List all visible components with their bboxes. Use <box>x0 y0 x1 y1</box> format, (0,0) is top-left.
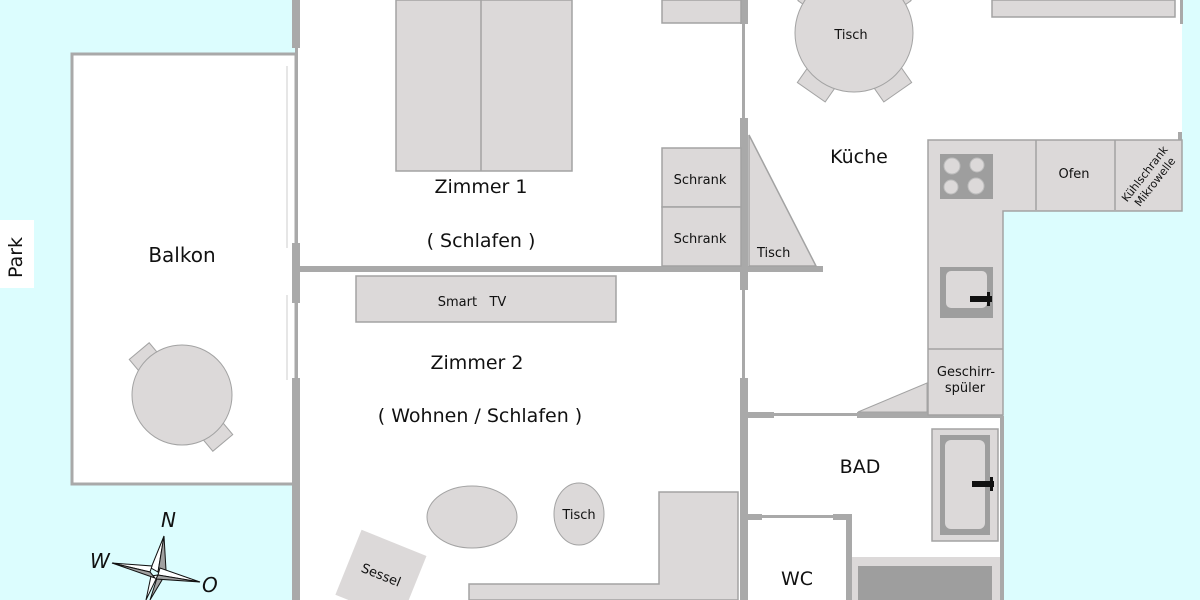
dishwasher: Geschirr- spüler <box>937 365 995 396</box>
room-bad: BAD <box>840 428 1000 600</box>
room-balkon: Balkon <box>70 52 298 486</box>
cabinet-top <box>661 0 742 24</box>
room-wc-label: WC <box>781 568 813 590</box>
room-kueche: Tisch Küche Ofen Kühlschrank Mikrowelle <box>794 0 1183 416</box>
wardrobe-bottom: Schrank <box>661 206 742 267</box>
smart-tv: Smart TV <box>355 275 617 323</box>
faucet-icon <box>970 296 992 302</box>
burner-icon <box>967 177 985 195</box>
kitchen-top-cabinet <box>991 0 1176 18</box>
side-table-label: Tisch <box>561 508 595 523</box>
compass-west: W <box>90 549 111 573</box>
compass-rose: N W O <box>90 508 218 600</box>
corner-sofa <box>468 491 739 600</box>
room-zimmer1-label: Zimmer 1 <box>435 176 528 198</box>
room-zimmer2: Smart TV Zimmer 2 ( Wohnen / Schlafen ) … <box>335 275 739 600</box>
faucet-icon <box>972 481 994 487</box>
room-zimmer2-sublabel: ( Wohnen / Schlafen ) <box>378 405 582 427</box>
hall-table-label: Tisch <box>756 246 790 261</box>
wardrobe-top-label: Schrank <box>674 173 727 188</box>
park-label-box: Park <box>0 220 34 288</box>
park-label: Park <box>5 237 27 278</box>
room-bad-label: BAD <box>840 456 881 478</box>
kitchen-sink <box>940 267 993 318</box>
room-wc: WC <box>781 568 813 590</box>
kitchen-counter <box>927 139 1183 416</box>
door-wedge <box>857 382 928 413</box>
wardrobe-top: Schrank <box>661 147 742 208</box>
burner-icon <box>943 179 959 195</box>
balkon-table <box>128 342 234 452</box>
dishwasher-label-1: Geschirr- <box>937 365 995 380</box>
dining-table-label: Tisch <box>833 28 867 43</box>
hall-table: Tisch <box>748 134 818 267</box>
coffee-table <box>426 485 518 549</box>
dishwasher-label-2: spüler <box>945 381 986 396</box>
wardrobe-bottom-label: Schrank <box>674 232 727 247</box>
compass-icon <box>111 535 201 600</box>
room-zimmer1: Zimmer 1 ( Schlafen ) Schrank Schrank <box>395 0 742 267</box>
room-zimmer1-sublabel: ( Schlafen ) <box>427 230 536 252</box>
shower <box>852 557 1000 600</box>
oven-label: Ofen <box>1058 167 1089 182</box>
bathtub <box>931 428 999 542</box>
compass-east: O <box>202 573 218 597</box>
side-table: Tisch <box>553 482 605 546</box>
room-balkon-label: Balkon <box>148 243 215 267</box>
compass-north: N <box>161 508 176 532</box>
burner-icon <box>969 157 985 173</box>
stove-cooktop <box>940 154 993 199</box>
smart-tv-label: Smart TV <box>438 295 507 310</box>
armchair: Sessel <box>335 529 427 600</box>
dining-table: Tisch <box>794 0 914 103</box>
room-kueche-label: Küche <box>830 146 888 168</box>
room-zimmer2-label: Zimmer 2 <box>431 352 524 374</box>
burner-icon <box>943 157 961 175</box>
double-bed <box>395 0 573 172</box>
